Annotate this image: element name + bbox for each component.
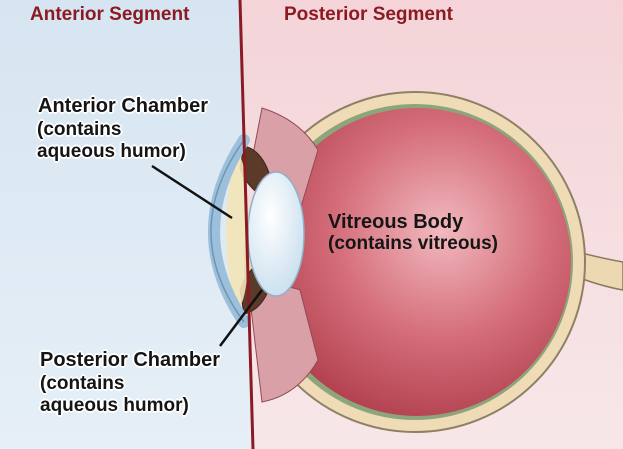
posterior-chamber-title: Posterior Chamber bbox=[40, 349, 221, 371]
cornea-outline bbox=[210, 139, 245, 323]
vitreous-body-title: Vitreous Body bbox=[328, 211, 464, 233]
posterior-segment-label: Posterior Segment bbox=[284, 4, 453, 25]
lens bbox=[247, 171, 305, 297]
anterior-chamber-pointer bbox=[151, 164, 233, 220]
posterior-chamber-line3: aqueous humor) bbox=[40, 395, 189, 416]
anterior-chamber-line2: (contains bbox=[37, 119, 122, 140]
anterior-chamber-title: Anterior Chamber bbox=[38, 95, 209, 117]
anterior-chamber-line3: aqueous humor) bbox=[37, 141, 186, 162]
posterior-chamber-pointer bbox=[219, 289, 263, 347]
segment-divider-line bbox=[238, 0, 255, 449]
anterior-chamber-region bbox=[226, 150, 249, 312]
anterior-segment-label: Anterior Segment bbox=[30, 4, 190, 25]
posterior-chamber-line2: (contains bbox=[40, 373, 125, 394]
vitreous-body-line2: (contains vitreous) bbox=[328, 233, 498, 254]
vitreous-body-region bbox=[263, 108, 571, 416]
anterior-segment-background bbox=[0, 0, 253, 449]
cornea bbox=[208, 134, 250, 328]
